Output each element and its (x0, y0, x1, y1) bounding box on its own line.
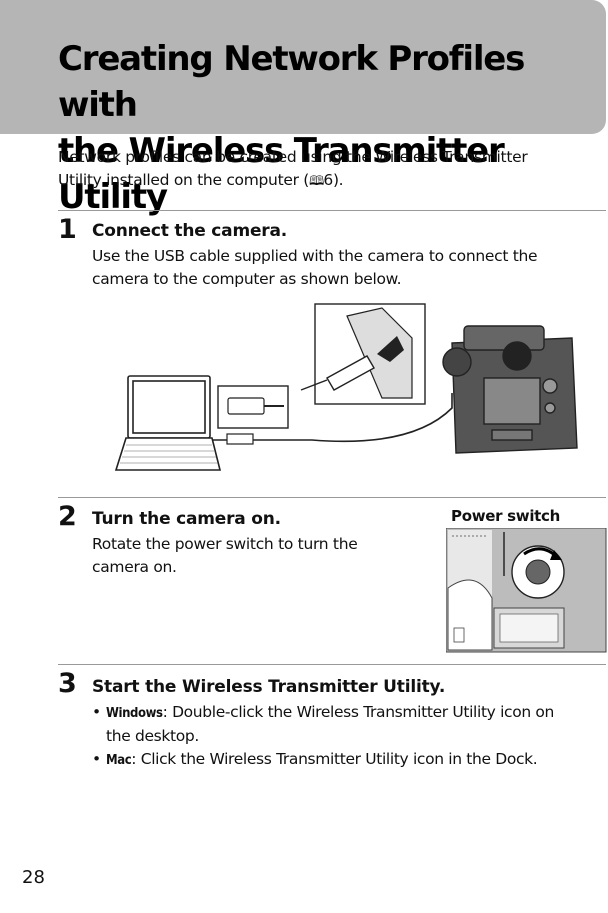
divider-step-1 (58, 210, 606, 211)
step-1-title: Connect the camera. (92, 221, 287, 241)
bullet-windows: • Windows: Double-click the Wireless Tra… (92, 701, 606, 748)
page-title: Creating Network Profiles with the Wirel… (58, 36, 598, 220)
power-switch-illustration (446, 528, 607, 653)
page-number: 28 (22, 867, 45, 888)
step-2-body: Rotate the power switch to turn the came… (92, 533, 358, 579)
rotate-arrow-icon (550, 550, 562, 560)
step-2-body-line-2: camera on. (92, 558, 177, 576)
intro-line-2: Utility installed on the computer (🕮6). (58, 169, 588, 193)
page-title-line-1: Creating Network Profiles with (58, 39, 525, 125)
bullet-windows-text-2: the desktop. (106, 727, 199, 745)
bullet-dot: • (92, 703, 101, 721)
step-3-title: Start the Wireless Transmitter Utility. (92, 677, 446, 697)
laptop-icon (114, 375, 222, 471)
bullet-windows-text: : Double-click the Wireless Transmitter … (162, 703, 555, 721)
camera-connector-inset (300, 303, 426, 405)
step-1-number: 1 (58, 214, 77, 245)
intro-line-2-end: ). (332, 171, 344, 189)
page-reference[interactable]: 6 (323, 171, 333, 189)
step-1-body: Use the USB cable supplied with the came… (92, 245, 538, 291)
intro-paragraph: Network profiles can be created using th… (58, 146, 588, 193)
step-2-title: Turn the camera on. (92, 509, 281, 529)
bullet-dot: • (92, 750, 101, 768)
intro-line-2-text: Utility installed on the computer ( (58, 171, 310, 189)
camera-icon (442, 325, 578, 454)
power-switch-caption: Power switch (451, 507, 561, 525)
title-band: Creating Network Profiles with the Wirel… (0, 0, 606, 217)
step-2-body-line-1: Rotate the power switch to turn the (92, 535, 358, 553)
usb-connector-inset (217, 385, 289, 429)
bullet-windows-label: Windows (106, 706, 163, 721)
bullet-mac-text: : Click the Wireless Transmitter Utility… (131, 750, 538, 768)
bullet-mac: • Mac: Click the Wireless Transmitter Ut… (92, 748, 606, 772)
step-1-body-line-1: Use the USB cable supplied with the came… (92, 247, 538, 265)
step-3-number: 3 (58, 668, 77, 699)
step-2-number: 2 (58, 501, 77, 532)
step-1-body-line-2: camera to the computer as shown below. (92, 270, 402, 288)
divider-step-3 (58, 664, 606, 665)
book-icon: 🕮 (309, 174, 324, 189)
divider-step-2 (58, 497, 606, 498)
camera-to-computer-illustration (114, 303, 578, 471)
bullet-mac-label: Mac (106, 753, 132, 768)
usb-plug-icon (226, 433, 254, 445)
usb-cable (212, 393, 453, 443)
intro-line-1: Network profiles can be created using th… (58, 148, 528, 166)
